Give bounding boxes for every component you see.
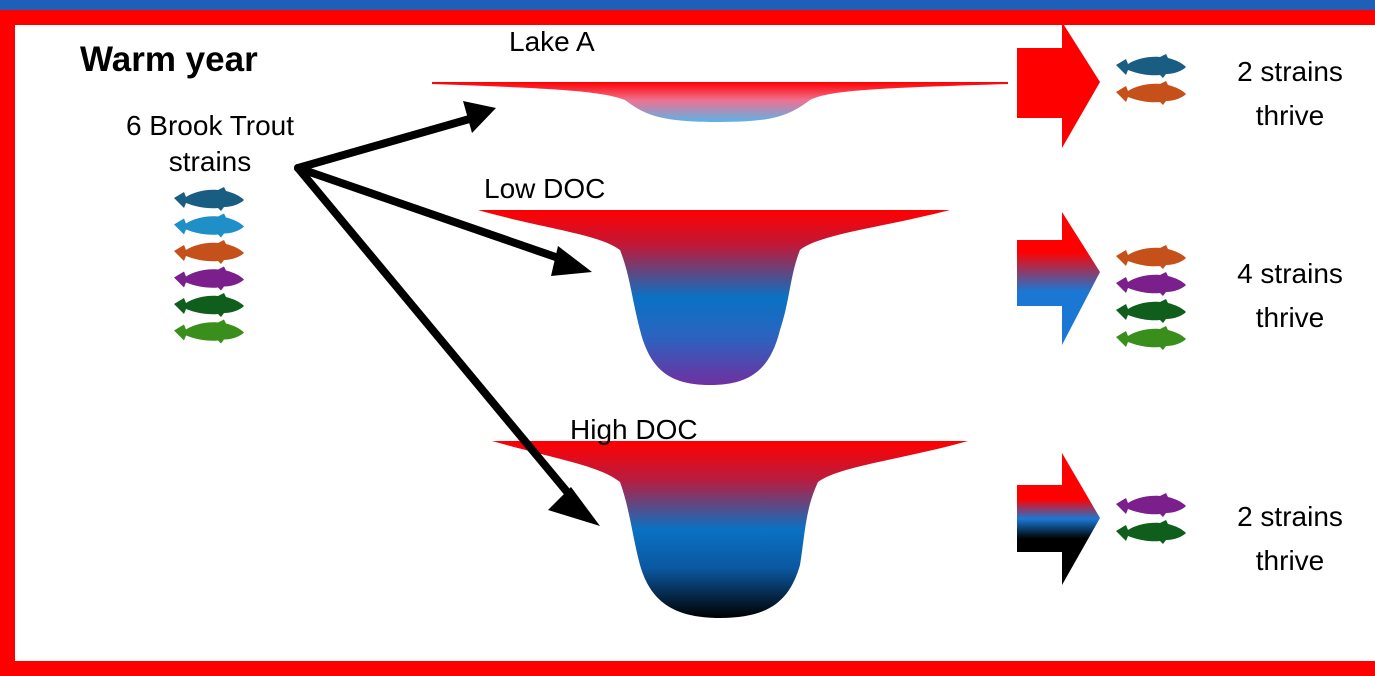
lake-a-basin: [432, 82, 1008, 122]
outcome-count: 2 strains: [1237, 501, 1343, 532]
outcome-text-high-doc: 2 strains thrive: [1215, 495, 1365, 583]
lake-label-lake-a: Lake A: [509, 26, 595, 57]
trout-icon: [1116, 54, 1186, 78]
trout-icon: [1116, 272, 1186, 296]
outcome-verb: thrive: [1255, 545, 1325, 576]
trout-icon: [1116, 493, 1186, 517]
arrow-head-high-doc: [548, 487, 600, 526]
outcome-verb: thrive: [1255, 100, 1325, 131]
outcome-arrow-lake-a: [1017, 22, 1100, 148]
lake-label-high-doc: High DOC: [570, 414, 698, 445]
page-title: Warm year: [80, 40, 258, 79]
trout-icon: [1116, 326, 1186, 350]
trout-icon: [174, 319, 244, 344]
trout-icon: [174, 240, 244, 264]
outcome-text-low-doc: 4 strains thrive: [1215, 252, 1365, 340]
lake-label-low-doc: Low DOC: [484, 173, 606, 204]
trout-icon: [174, 293, 244, 317]
outcome-verb: thrive: [1255, 302, 1325, 333]
high-doc-basin: [492, 441, 968, 618]
arrow-head-low-doc: [551, 246, 592, 276]
trout-icon: [174, 187, 244, 211]
arrow-head-lake-a: [463, 101, 496, 133]
outcome-count: 4 strains: [1237, 258, 1343, 289]
outcome-count: 2 strains: [1237, 56, 1343, 87]
low-doc-basin: [478, 210, 950, 385]
source-strains-label: 6 Brook Trout strains: [125, 110, 295, 177]
trout-icon: [1116, 245, 1186, 269]
trout-icon: [1116, 520, 1186, 544]
top-banner: [0, 0, 1375, 10]
trout-icon: [1116, 81, 1186, 105]
trout-icon: [174, 213, 244, 238]
outcome-arrow-high-doc: [1017, 453, 1100, 585]
trout-icon: [174, 266, 244, 291]
outcome-text-lake-a: 2 strains thrive: [1215, 50, 1365, 138]
outcome-arrow-low-doc: [1017, 212, 1100, 345]
trout-icon: [1116, 299, 1186, 323]
branch-arrows: [294, 112, 582, 509]
